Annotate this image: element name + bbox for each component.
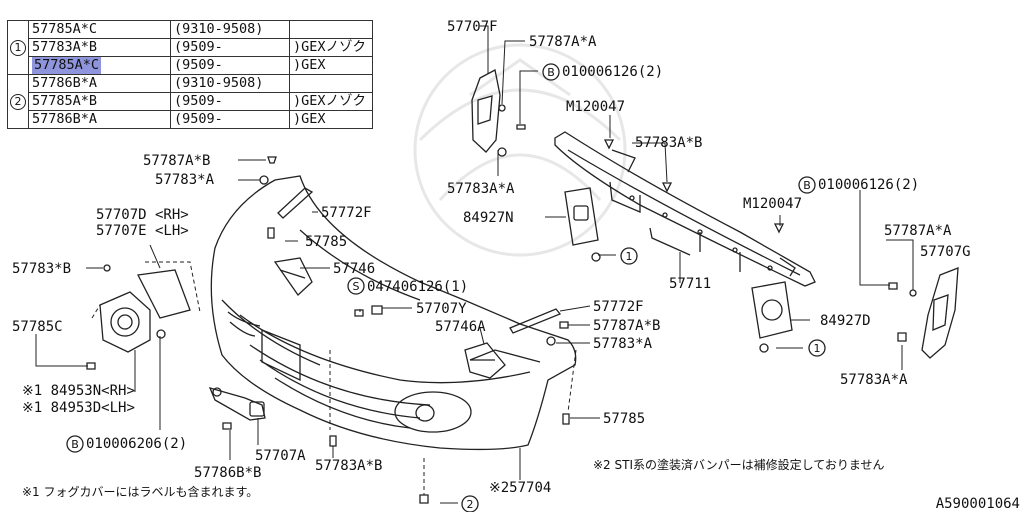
lower-bracket-57707A-part[interactable] bbox=[208, 387, 266, 421]
label-57711[interactable]: 57711 bbox=[669, 276, 711, 292]
fog-bezel-84927N-part[interactable] bbox=[564, 187, 599, 246]
label-57783B[interactable]: 57783*B bbox=[12, 261, 71, 277]
bracket-57707F-part[interactable] bbox=[471, 69, 506, 153]
label-57746[interactable]: 57746 bbox=[333, 261, 375, 277]
marker-1-right: 1 bbox=[814, 342, 821, 355]
label-57783AB-right[interactable]: 57783A*B bbox=[635, 135, 702, 151]
label-57772F-mid[interactable]: 57772F bbox=[593, 299, 644, 315]
label-57783AA-right[interactable]: 57783A*A bbox=[840, 372, 908, 388]
fog-bezel-84927D-part[interactable] bbox=[751, 281, 793, 339]
label-M120047-top[interactable]: M120047 bbox=[566, 99, 625, 115]
label-57707A[interactable]: 57707A bbox=[255, 448, 306, 464]
date-range: (9509- bbox=[170, 92, 290, 111]
label-57787AA-top[interactable]: 57787A*A bbox=[529, 34, 597, 50]
label-84953N[interactable]: ※1 84953N<RH> bbox=[22, 383, 135, 399]
label-010006126-top[interactable]: 010006126(2) bbox=[562, 64, 663, 80]
table-row[interactable]: 57785A*B (9509- )GEXノゾク bbox=[8, 92, 373, 111]
label-M120047-right[interactable]: M120047 bbox=[743, 196, 802, 212]
label-57787AA-right[interactable]: 57787A*A bbox=[884, 223, 952, 239]
leader-lines bbox=[35, 25, 914, 504]
fog-cover-part[interactable] bbox=[91, 291, 151, 353]
model-note: )GEX bbox=[289, 56, 373, 75]
side-bracket-57707D-part[interactable] bbox=[137, 261, 201, 319]
group-marker: 2 bbox=[7, 74, 29, 129]
label-57785-mid[interactable]: 57785 bbox=[603, 411, 645, 427]
group-2-marker: 2 bbox=[10, 94, 26, 110]
marker-s: S bbox=[353, 280, 360, 293]
date-range: (9310-9508) bbox=[170, 74, 290, 93]
marker-b-bottom: B bbox=[71, 438, 79, 451]
air-guide-57746-part[interactable] bbox=[273, 257, 313, 296]
part-variant-table: 1 57785A*C (9310-9508) 57783A*B (9509- )… bbox=[7, 20, 373, 129]
label-57707F[interactable]: 57707F bbox=[447, 19, 498, 35]
label-57785C[interactable]: 57785C bbox=[12, 319, 63, 335]
bumper-face-part[interactable] bbox=[210, 175, 577, 451]
diagram-id: A590001064 bbox=[936, 496, 1020, 512]
marker-b-right: B bbox=[803, 179, 811, 192]
label-57783A-mid[interactable]: 57783*A bbox=[593, 336, 653, 352]
table-row[interactable]: 57786B*A (9509- )GEX bbox=[8, 110, 373, 129]
seal-strip-mid-part[interactable] bbox=[509, 308, 562, 334]
label-047406126[interactable]: 047406126(1) bbox=[367, 279, 468, 295]
label-57787AB-left[interactable]: 57787A*B bbox=[143, 153, 210, 169]
label-57785-left[interactable]: 57785 bbox=[305, 234, 347, 250]
label-57772F-left[interactable]: 57772F bbox=[321, 205, 372, 221]
bumper-reinforcement-beam-part[interactable] bbox=[554, 131, 816, 287]
fasteners bbox=[86, 124, 917, 504]
label-010006126-right[interactable]: 010006126(2) bbox=[818, 177, 919, 193]
label-57783A-left[interactable]: 57783*A bbox=[155, 172, 215, 188]
note-sti-bumper: ※2 STI系の塗装済バンパーは補修設定しておりません bbox=[593, 457, 885, 472]
marker-1-bezel: 1 bbox=[626, 250, 633, 263]
table-row-highlighted[interactable]: 57785A*C (9509- )GEX bbox=[8, 56, 373, 75]
table-row[interactable]: 2 57786B*A (9310-9508) bbox=[7, 74, 373, 129]
date-range: (9509- bbox=[170, 110, 290, 129]
table-row[interactable]: 57783A*B (9509- )GEXノゾク bbox=[8, 38, 373, 57]
air-guide-57746A-part[interactable] bbox=[464, 342, 506, 379]
label-57783AA-mid[interactable]: 57783A*A bbox=[447, 181, 515, 197]
label-257704[interactable]: ※257704 bbox=[489, 480, 551, 496]
label-57786BB[interactable]: 57786B*B bbox=[194, 465, 261, 481]
group-1-marker: 1 bbox=[10, 40, 26, 56]
note-fog-cover: ※1 フォグカバーにはラベルも含まれます。 bbox=[22, 484, 258, 499]
model-note: )GEXノゾク bbox=[289, 38, 373, 57]
label-84927D[interactable]: 84927D bbox=[820, 313, 871, 329]
label-57783AB-bottom[interactable]: 57783A*B bbox=[315, 458, 382, 474]
bracket-57707G-part[interactable] bbox=[921, 267, 959, 359]
label-57707D[interactable]: 57707D <RH> bbox=[96, 207, 189, 223]
date-range: (9509- bbox=[170, 38, 290, 57]
label-010006206[interactable]: 010006206(2) bbox=[86, 436, 187, 452]
label-84953D[interactable]: ※1 84953D<LH> bbox=[22, 400, 135, 416]
marker-2-bottom: 2 bbox=[467, 498, 474, 511]
marker-b-top: B bbox=[547, 66, 555, 79]
callout-markers: B B S B 1 1 2 bbox=[66, 63, 826, 512]
part-number: 57786B*A bbox=[28, 110, 171, 129]
seal-strip-left-part[interactable] bbox=[277, 187, 314, 219]
label-84927N[interactable]: 84927N bbox=[463, 210, 514, 226]
label-57707G[interactable]: 57707G bbox=[920, 244, 971, 260]
part-labels: 57707F 57787A*A 010006126(2) M120047 577… bbox=[12, 19, 971, 496]
label-57707E[interactable]: 57707E <LH> bbox=[96, 223, 189, 239]
part-number-cell: 57785A*C bbox=[28, 56, 171, 75]
model-note: )GEX bbox=[289, 110, 373, 129]
label-57746A[interactable]: 57746A bbox=[435, 319, 486, 335]
highlighted-part-number[interactable]: 57785A*C bbox=[32, 57, 102, 74]
label-57707Y[interactable]: 57707Y bbox=[416, 301, 467, 317]
label-57787AB-mid[interactable]: 57787A*B bbox=[593, 318, 660, 334]
